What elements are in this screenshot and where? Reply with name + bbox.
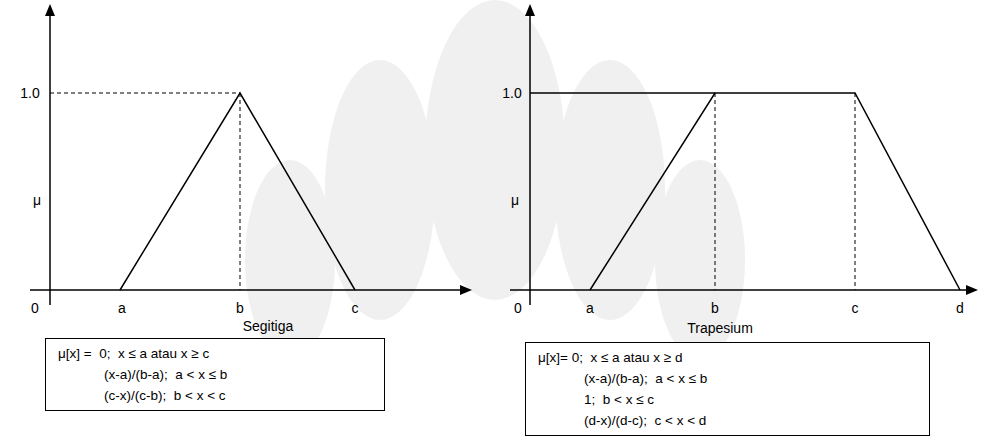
axis-arrowhead	[45, 4, 55, 16]
chart-caption: Trapesium	[687, 320, 753, 336]
watermark	[245, 0, 745, 360]
point-label: a	[118, 300, 126, 316]
formula-line: μ[x]= 0; x ≤ a atau x ≥ d	[538, 347, 917, 368]
axis-name: μ	[33, 192, 41, 208]
axis-arrowhead	[966, 285, 978, 295]
formula-line: 1; b < x ≤ c	[538, 389, 917, 410]
point-label: c	[852, 300, 859, 316]
axis-value: 1.0	[20, 85, 39, 101]
chart-caption: Segitiga	[243, 318, 294, 334]
triangle-chart	[30, 14, 462, 305]
trapezoid-chart	[510, 14, 968, 305]
formula-line: (x-a)/(b-a); a < x ≤ b	[538, 368, 917, 389]
point-label: b	[711, 300, 719, 316]
origin-label: 0	[31, 300, 39, 316]
point-label: c	[352, 300, 359, 316]
axis-arrowhead	[460, 285, 472, 295]
formula-line: (c-x)/(c-b); b < x < c	[58, 385, 372, 406]
point-label: b	[236, 300, 244, 316]
formula-line: (x-a)/(b-a); a < x ≤ b	[58, 364, 372, 385]
point-label: d	[956, 300, 964, 316]
formula-line: (d-x)/(d-c); c < x < d	[538, 410, 917, 431]
formula-box: μ[x] = 0; x ≤ a atau x ≥ c(x-a)/(b-a); a…	[45, 338, 385, 411]
axis-value: 1.0	[502, 85, 521, 101]
axis-arrowhead	[525, 4, 535, 16]
origin-label: 0	[514, 300, 522, 316]
formula-box: μ[x]= 0; x ≤ a atau x ≥ d(x-a)/(b-a); a …	[525, 342, 930, 436]
formula-line: μ[x] = 0; x ≤ a atau x ≥ c	[58, 343, 372, 364]
point-label: a	[586, 300, 594, 316]
axis-name: μ	[511, 192, 519, 208]
